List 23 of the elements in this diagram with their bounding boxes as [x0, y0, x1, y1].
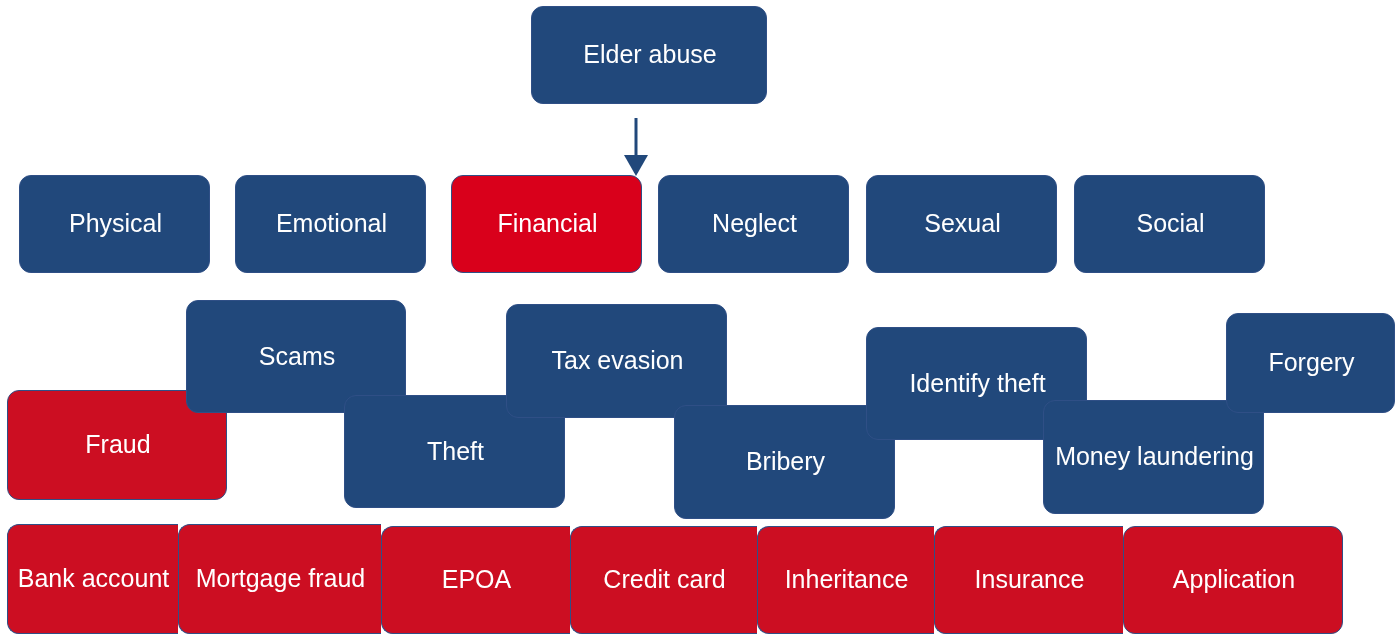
- category-box: Sexual: [866, 175, 1057, 273]
- category-box: Bribery: [674, 405, 895, 519]
- category-box: Physical: [19, 175, 210, 273]
- category-box: Forgery: [1226, 313, 1395, 413]
- category-box: Insurance: [934, 526, 1123, 634]
- category-box: Identify theft: [866, 327, 1087, 440]
- category-box: Money laundering: [1043, 400, 1264, 514]
- category-box: EPOA: [381, 526, 570, 634]
- category-box: Theft: [344, 395, 565, 508]
- category-box: Scams: [186, 300, 406, 413]
- arrow: [624, 118, 648, 176]
- category-box: Application: [1123, 526, 1343, 634]
- category-box: Inheritance: [757, 526, 934, 634]
- category-box: Credit card: [570, 526, 757, 634]
- category-box: Emotional: [235, 175, 426, 273]
- category-box: Elder abuse: [531, 6, 767, 104]
- category-box: Financial: [451, 175, 642, 273]
- category-box: Mortgage fraud: [178, 524, 381, 634]
- category-box: Tax evasion: [506, 304, 727, 418]
- category-box: Social: [1074, 175, 1265, 273]
- category-box: Neglect: [658, 175, 849, 273]
- category-box: Fraud: [7, 390, 227, 500]
- category-box: Bank account: [7, 524, 178, 634]
